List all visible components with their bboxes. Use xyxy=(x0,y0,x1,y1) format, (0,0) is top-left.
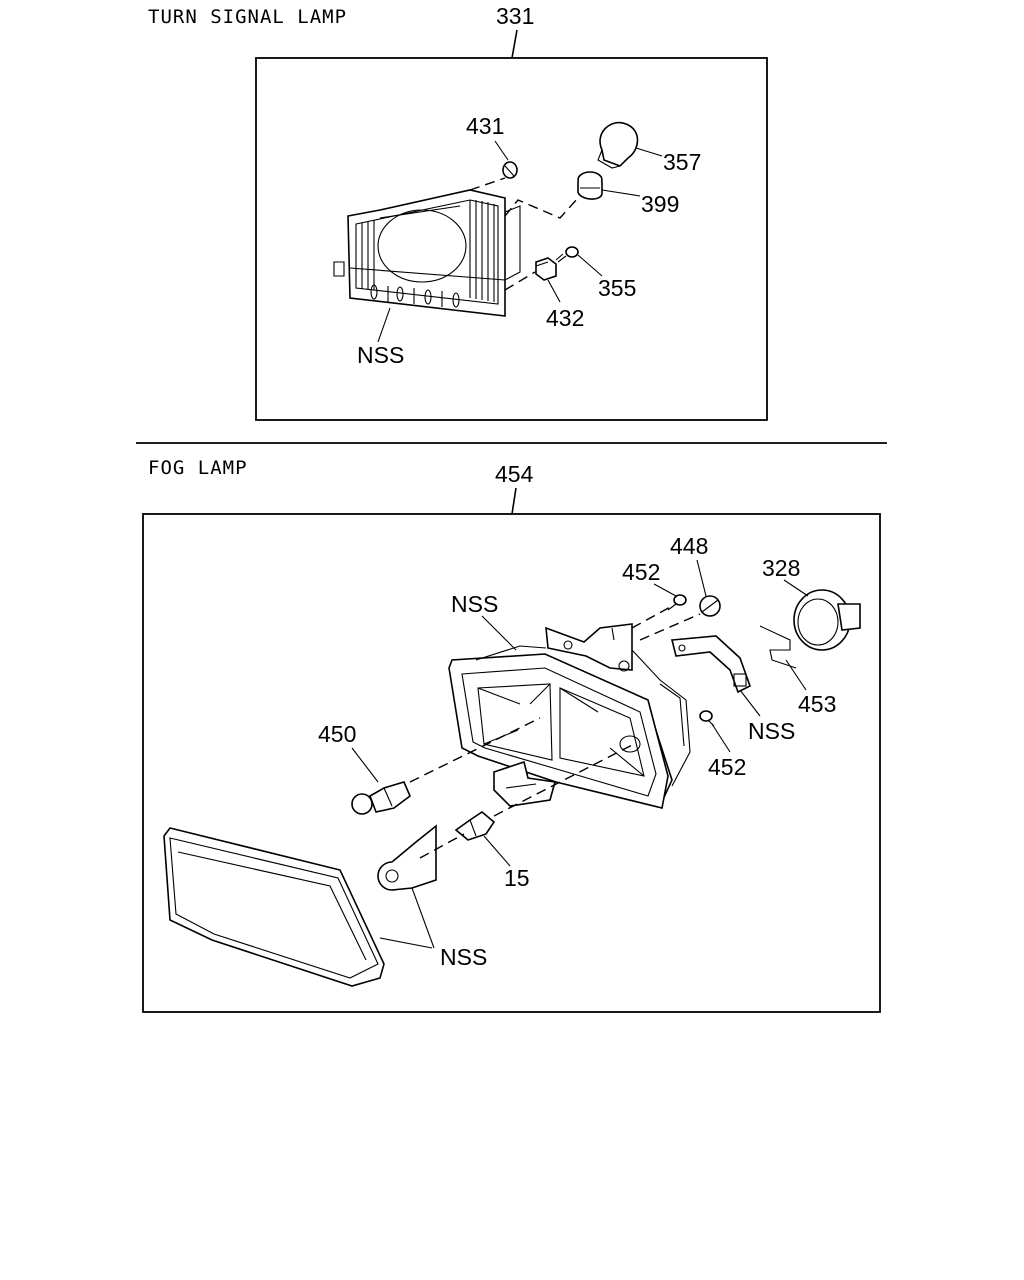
callout-452-bottom: 452 xyxy=(708,754,746,780)
fog-lens-nss xyxy=(163,827,385,987)
callout-452-top: 452 xyxy=(622,559,660,585)
callout-328: 328 xyxy=(762,555,800,581)
leader-448 xyxy=(696,559,707,597)
callout-355: 355 xyxy=(598,275,636,301)
dash-450 xyxy=(409,717,541,783)
dash-452-top xyxy=(631,605,673,629)
leader-452-bottom xyxy=(711,723,731,753)
dash-socket-nss xyxy=(419,833,465,859)
leader-nss-lens-a xyxy=(379,937,433,949)
clip-432 xyxy=(535,257,557,281)
leader-452-top xyxy=(653,583,677,597)
leader-450 xyxy=(351,747,379,783)
screw-452-bottom xyxy=(699,710,715,727)
turn-signal-frame xyxy=(255,57,768,421)
leader-15 xyxy=(483,835,511,867)
screw-355 xyxy=(555,246,579,263)
leader-431 xyxy=(494,140,509,161)
screw-452-top xyxy=(667,594,687,611)
turn-signal-title: TURN SIGNAL LAMP xyxy=(148,6,347,28)
dash-15 xyxy=(493,743,635,817)
leader-nss-right xyxy=(739,689,761,717)
turn-signal-assembly-number: 331 xyxy=(496,3,534,29)
fog-lamp-section: FOG LAMP 454 xyxy=(142,457,881,1013)
fog-lamp-assembly-number: 454 xyxy=(495,461,534,487)
turn-signal-lens xyxy=(333,189,521,317)
callout-399: 399 xyxy=(641,191,679,217)
leader-357 xyxy=(635,147,663,157)
fog-lamp-frame xyxy=(142,513,881,1013)
assembly-leader-454 xyxy=(511,487,517,515)
leader-328 xyxy=(783,579,809,597)
callout-nss-lens: NSS xyxy=(357,342,404,368)
callout-432: 432 xyxy=(546,305,584,331)
cap-448 xyxy=(699,595,721,617)
grommet-431 xyxy=(502,161,518,179)
assembly-leader-331 xyxy=(511,29,518,59)
callout-448: 448 xyxy=(670,533,708,559)
turn-signal-section: TURN SIGNAL LAMP 331 xyxy=(148,3,768,421)
callout-nss-top: NSS xyxy=(451,591,498,617)
leader-453 xyxy=(785,659,807,691)
callout-nss-bottom: NSS xyxy=(440,944,487,970)
dash-432 xyxy=(504,271,536,291)
callout-431: 431 xyxy=(466,113,504,139)
leader-nss-lens-b xyxy=(411,887,435,949)
bulb-450 xyxy=(351,781,411,815)
callout-453: 453 xyxy=(798,691,836,717)
leader-399 xyxy=(601,189,641,197)
leader-nss-lens xyxy=(377,307,391,343)
callout-15: 15 xyxy=(504,865,530,891)
dash-448 xyxy=(639,613,701,641)
bulb-357 xyxy=(597,121,639,169)
spring-clip-453 xyxy=(759,625,797,669)
leader-355 xyxy=(577,254,603,277)
dash-431 xyxy=(469,177,506,191)
fog-lamp-housing xyxy=(448,623,691,809)
socket-328 xyxy=(793,589,861,651)
callout-450: 450 xyxy=(318,721,356,747)
leader-432 xyxy=(547,279,561,303)
socket-399 xyxy=(577,171,603,200)
callout-nss-right: NSS xyxy=(748,718,795,744)
socket-nss xyxy=(377,824,437,891)
bracket-nss-right xyxy=(670,635,751,694)
fog-lamp-title: FOG LAMP xyxy=(148,457,248,479)
callout-357: 357 xyxy=(663,149,701,175)
leader-nss-top xyxy=(481,615,517,651)
bulb-15 xyxy=(454,811,496,841)
